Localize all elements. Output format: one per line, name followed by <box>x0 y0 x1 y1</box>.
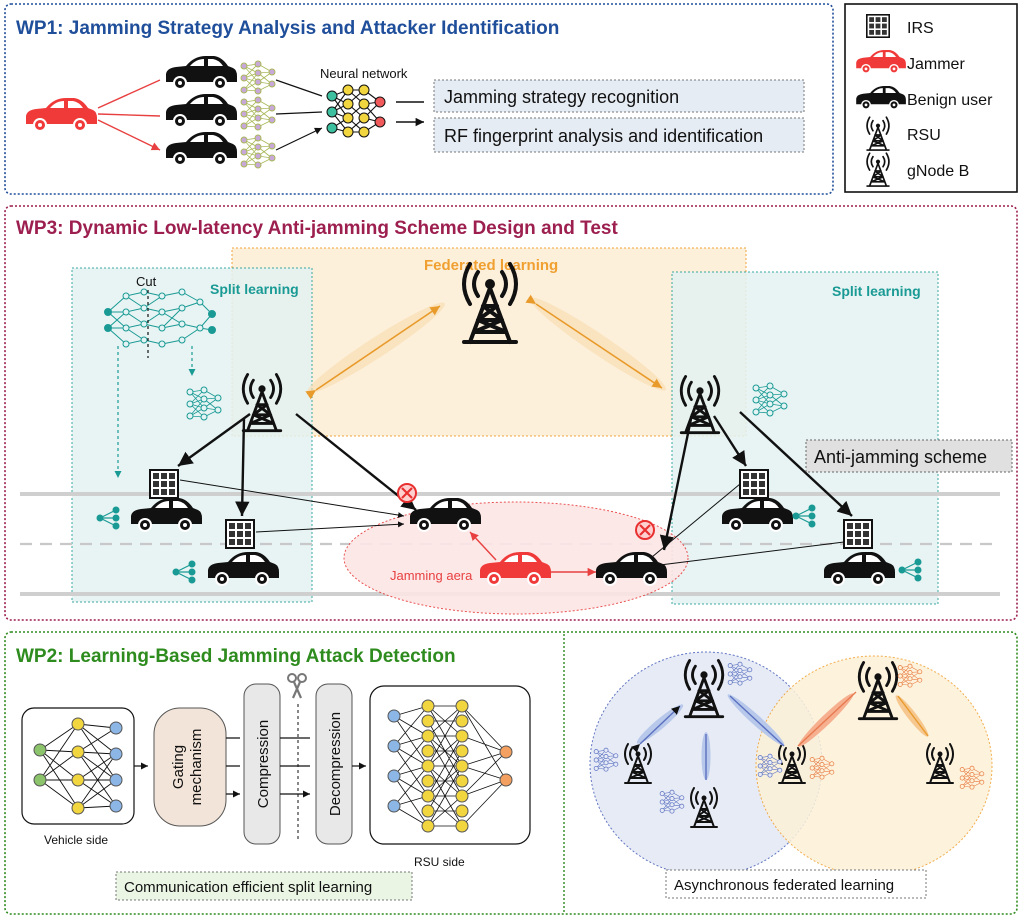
decompression-label: Decompression <box>327 712 344 816</box>
rf-fingerprint-box <box>433 117 805 153</box>
wp3-panel: WP3: Dynamic Low-latency Anti-jamming Sc… <box>4 205 1018 621</box>
federated-label: Federated learning <box>424 257 558 274</box>
wp2-title: WP2: Learning-Based Jamming Attack Detec… <box>16 646 456 667</box>
split-caption-box <box>115 871 413 901</box>
split-region-right <box>671 271 939 605</box>
fed-caption: Asynchronous federated learning <box>674 877 894 894</box>
legend-label-gnodeb: gNode B <box>907 163 969 180</box>
nn-label: Neural network <box>320 66 408 81</box>
blocked-icon <box>396 482 418 504</box>
jamming-area-label: Jamming aera <box>390 568 473 583</box>
vehicle-side-label: Vehicle side <box>44 833 108 847</box>
jamming-strategy-label: Jamming strategy recognition <box>444 87 679 107</box>
split-region-left <box>71 267 313 603</box>
irs-icon <box>739 469 769 499</box>
irs-icon <box>149 469 179 499</box>
wp1-title: WP1: Jamming Strategy Analysis and Attac… <box>16 18 559 39</box>
legend-label-rsu: RSU <box>907 127 941 144</box>
vehicle-side-network <box>33 717 123 815</box>
irs-icon <box>843 519 873 549</box>
wp1-panel: WP1: Jamming Strategy Analysis and Attac… <box>4 3 834 195</box>
irs-icon <box>225 519 255 549</box>
benign-car-icon <box>166 132 237 166</box>
split-neural-net-icon <box>104 288 216 348</box>
split-label-left: Split learning <box>210 281 299 297</box>
split-caption: Communication efficient split learning <box>124 879 372 896</box>
cut-label: Cut <box>136 274 157 289</box>
rsu-side-label: RSU side <box>414 855 465 869</box>
scissors-icon <box>287 673 307 699</box>
anti-jamming-label: Anti-jamming scheme <box>814 447 987 467</box>
fed-caption-box <box>665 869 927 899</box>
neural-net-icon <box>240 134 276 169</box>
irs-icon <box>865 13 891 39</box>
wp3-title: WP3: Dynamic Low-latency Anti-jamming Sc… <box>16 218 618 239</box>
benign-car-icon <box>166 94 237 128</box>
legend: IRS Jammer Benign user RSU gNode B <box>844 3 1018 193</box>
jamming-strategy-box <box>433 79 805 113</box>
neural-net-icon <box>240 60 276 95</box>
compression-block <box>243 683 281 845</box>
anti-jamming-box <box>805 439 1013 473</box>
wp2-panel: WP2: Learning-Based Jamming Attack Detec… <box>4 631 1018 915</box>
legend-label-benign: Benign user <box>907 92 993 109</box>
neural-network-icon <box>326 84 386 138</box>
rsu-side-network <box>387 699 513 833</box>
blocked-icon <box>634 519 656 541</box>
rf-fingerprint-label: RF fingerprint analysis and identificati… <box>444 126 763 146</box>
fed-cluster-orange <box>755 655 993 877</box>
neural-net-icon <box>240 96 276 131</box>
gating-mechanism-block <box>153 707 227 827</box>
legend-label-jammer: Jammer <box>907 56 965 73</box>
compression-label: Compression <box>255 720 272 808</box>
benign-car-icon <box>166 56 237 90</box>
jammer-car-icon <box>26 98 97 132</box>
split-label-right: Split learning <box>832 283 921 299</box>
gating-label: Gatingmechanism <box>170 729 205 806</box>
legend-label-irs: IRS <box>907 20 934 37</box>
decompression-block <box>315 683 353 845</box>
